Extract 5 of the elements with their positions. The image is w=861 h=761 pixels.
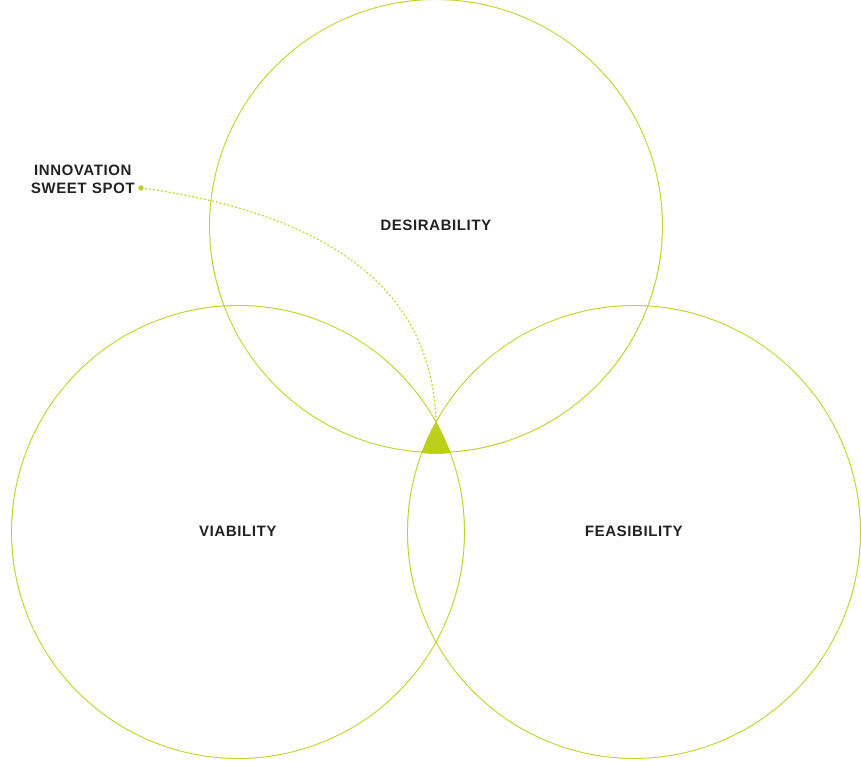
callout-text: INNOVATION SWEET SPOT xyxy=(30,162,136,198)
circle-label: DESIRABILITY xyxy=(380,217,492,235)
circle-label: FEASIBILITY xyxy=(584,523,684,541)
intersection-triangle xyxy=(420,421,452,454)
circle-label: VIABILITY xyxy=(199,523,277,541)
